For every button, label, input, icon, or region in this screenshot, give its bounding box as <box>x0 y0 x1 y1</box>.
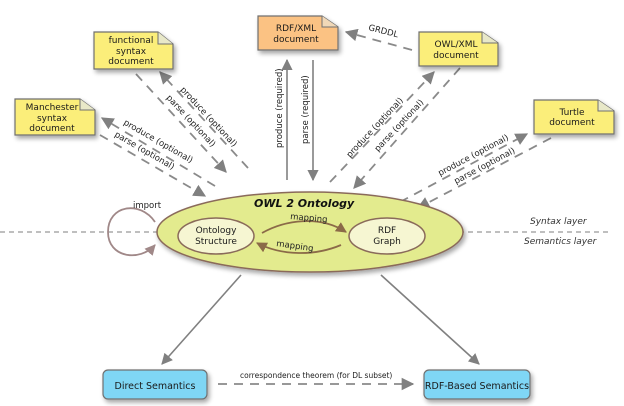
functional-doc-line2: syntax <box>116 47 147 57</box>
direct-semantics-node <box>102 369 208 400</box>
owl2-ontology-title: OWL 2 Ontology <box>254 197 355 210</box>
label-parse-rdfxml: parse (required) <box>301 75 311 144</box>
edge-parse-manchester <box>99 134 207 197</box>
edge-produce-functional <box>159 71 249 169</box>
rdf-graph-line1: RDF <box>378 226 396 236</box>
manchester-doc-line2: syntax <box>37 114 68 124</box>
label-grddl: GRDDL <box>367 23 399 40</box>
label-correspondence: correspondence theorem (for DL subset) <box>240 371 392 380</box>
direct-semantics-label: Direct Semantics <box>115 381 196 392</box>
rdfxml-doc-line2: document <box>273 35 319 45</box>
ontology-structure-line1: Ontology <box>196 226 238 236</box>
edge-produce-manchester <box>100 117 216 187</box>
edge-parse-functional <box>135 73 227 173</box>
label-import: import <box>133 201 162 211</box>
syntax-layer-label: Syntax layer <box>530 217 588 227</box>
rdfxml-doc-line1: RDF/XML <box>276 24 316 34</box>
edge-parse-owlxml <box>353 67 461 189</box>
rdfxml-document <box>257 15 339 51</box>
turtle-doc-line2: document <box>549 118 595 128</box>
manchester-syntax-document <box>14 98 96 136</box>
edge-produce-turtle <box>399 133 529 203</box>
manchester-doc-line3: document <box>29 124 75 134</box>
ontology-structure-node <box>177 217 255 255</box>
manchester-doc-line1: Manchester <box>26 103 79 113</box>
edge-grddl <box>344 28 413 51</box>
edge-to-rdf-based-semantics <box>380 274 480 365</box>
label-produce-rdfxml: produce (required) <box>275 68 285 148</box>
rdf-graph-node <box>348 217 426 255</box>
mapping-arrow-top <box>261 220 347 234</box>
functional-syntax-document <box>93 31 174 70</box>
rdf-based-semantics-node <box>423 369 531 400</box>
owlxml-doc-line1: OWL/XML <box>435 40 478 50</box>
rdf-based-semantics-label: RDF-Based Semantics <box>425 381 529 392</box>
owlxml-document <box>418 31 499 67</box>
turtle-document <box>533 99 615 135</box>
owlxml-doc-line2: document <box>433 51 479 61</box>
label-mapping-top: mapping <box>290 212 328 225</box>
functional-doc-line1: functional <box>109 36 154 46</box>
import-loop <box>107 207 156 257</box>
functional-doc-line3: document <box>108 57 154 67</box>
rdf-graph-line2: Graph <box>373 237 401 247</box>
semantics-layer-label: Semantics layer <box>524 237 598 247</box>
mapping-arrow-bottom <box>256 242 342 254</box>
ontology-structure-line2: Structure <box>195 237 237 247</box>
edge-to-direct-semantics <box>161 274 242 365</box>
turtle-doc-line1: Turtle <box>558 108 585 118</box>
